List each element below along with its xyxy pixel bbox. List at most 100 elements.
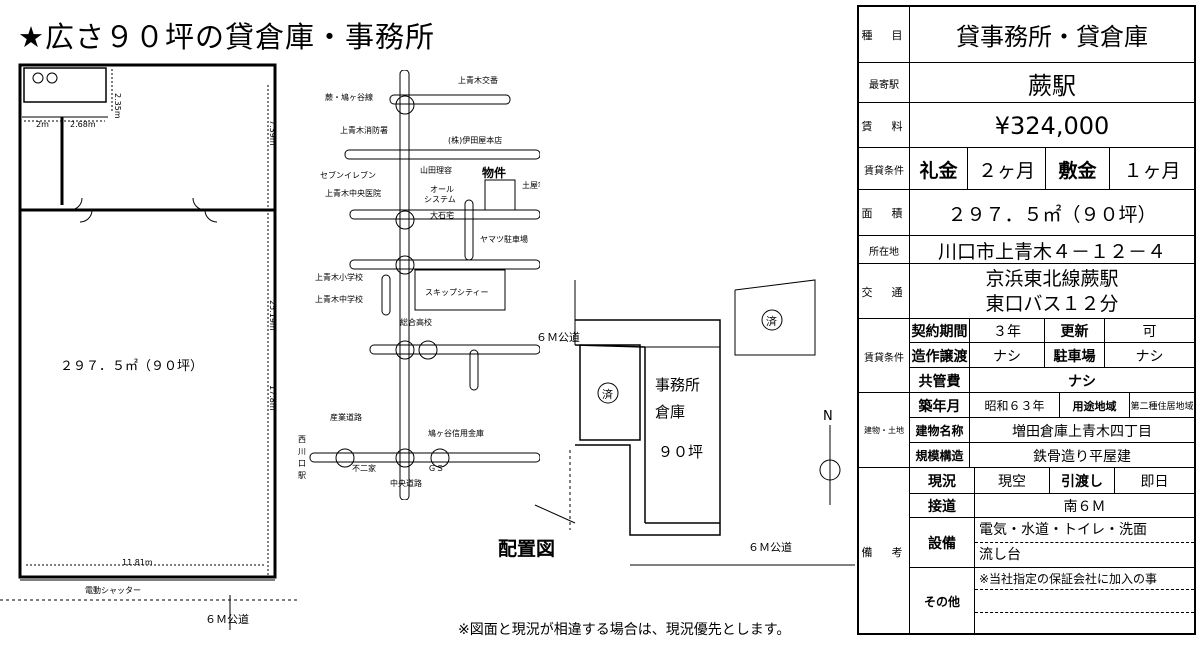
map-label: ＧＳ	[428, 464, 444, 473]
label-lease-terms: 賃貸条件	[864, 352, 904, 364]
label-status: 現況	[909, 468, 974, 494]
map-label: 駅	[298, 471, 306, 480]
row-shumoku: 種 目 貸事務所・貸倉庫	[859, 7, 1194, 62]
row-name: 建物名称 増田倉庫上青木四丁目	[909, 417, 1194, 443]
value-structure: 鉄骨造り平屋建	[969, 443, 1194, 468]
label-zone: 用途地域	[1059, 393, 1129, 418]
property-map-label: 物件	[482, 165, 506, 180]
label-parking: 駐車場	[1044, 343, 1104, 368]
map-label: 山田理容	[420, 165, 452, 175]
value-shumoku: 貸事務所・貸倉庫	[909, 7, 1194, 62]
label-other: その他	[909, 568, 974, 634]
label-shumoku: 種 目	[861, 28, 907, 42]
row-transfer: 造作譲渡 ナシ 駐車場 ナシ	[909, 342, 1194, 368]
label-transfer: 造作譲渡	[909, 343, 969, 368]
map-label: 大石宅	[430, 210, 454, 220]
row-access: 交 通 京浜東北線蕨駅 東口バス１２分	[859, 263, 1194, 319]
value-status: 現空	[974, 468, 1049, 494]
site-layout: ６Ｍ公道 ６Ｍ公道 事務所 倉庫 ９０坪 済 済 配置図 N	[498, 279, 855, 566]
shutter-label: 電動シャッター	[85, 586, 141, 595]
map-label: 総合高校	[400, 317, 432, 327]
value-common: ナシ	[969, 368, 1194, 393]
map-label: システム	[424, 195, 456, 204]
dim-label: 2.35m	[113, 93, 122, 119]
label-handover: 引渡し	[1049, 468, 1114, 494]
label-remarks: 備 考	[861, 546, 907, 559]
label-renew: 更新	[1044, 319, 1104, 343]
map-label: 川	[298, 447, 306, 456]
dim-label: 17.8m	[268, 385, 277, 411]
dim-label: 7.39m	[268, 120, 277, 146]
property-info-table: 種 目 貸事務所・貸倉庫 最寄駅 蕨駅 賃 料 ¥324,000 賃貸条件 礼金…	[857, 5, 1196, 635]
value-parking: ナシ	[1104, 343, 1194, 368]
value-handover: 即日	[1114, 468, 1194, 494]
other-line-1: ※当社指定の保証会社に加入の事	[975, 568, 1194, 590]
row-road: 接道 南６Ｍ	[909, 493, 1194, 518]
row-address: 所在地 川口市上青木４－１２－４	[859, 235, 1194, 264]
row-built: 築年月 昭和６３年 用途地域 第二種住居地域	[909, 392, 1194, 418]
dim-label: 11.81m	[122, 558, 153, 567]
map-label: セブンイレブン	[320, 170, 376, 180]
location-map: 上青木交番 蕨・鳩ヶ谷線 上青木消防署 (株)伊田屋本店 セブンイレブン 山田理…	[298, 70, 540, 500]
value-name: 増田倉庫上青木四丁目	[969, 418, 1194, 443]
value-road: 南６Ｍ	[974, 494, 1194, 518]
value-zone: 第二種住居地域	[1129, 393, 1194, 418]
floor-area-label: ２９７．５㎡（９０坪）	[60, 359, 203, 374]
label-area: 面 積	[861, 207, 907, 220]
label-station: 最寄駅	[869, 79, 899, 91]
map-label: 口	[298, 459, 306, 468]
north-label: N	[823, 409, 833, 424]
map-label: 上青木交番	[458, 75, 498, 85]
label-equipment: 設備	[909, 518, 974, 568]
label-structure: 規模構造	[909, 443, 969, 468]
label-building: 建物・土地	[864, 426, 904, 435]
map-label: スキップシティー	[425, 288, 489, 297]
map-label: 土屋宅	[522, 180, 540, 190]
equipment-line-2: 流し台	[979, 547, 1021, 563]
floor-plan: ２９７．５㎡（９０坪） 2m 2.68m 2.35m 7.39m 25.19m …	[0, 63, 300, 630]
map-label: 上青木中央医院	[325, 188, 381, 198]
page-title: ★広さ９０坪の貸倉庫・事務所	[18, 20, 435, 54]
map-label: 上青木小学校	[315, 272, 363, 282]
row-station: 最寄駅 蕨駅	[859, 62, 1194, 103]
map-label: (株)伊田屋本店	[448, 135, 502, 145]
label-term: 契約期間	[909, 319, 969, 343]
label-name: 建物名称	[909, 418, 969, 443]
map-label: 産業道路	[330, 412, 362, 422]
row-status: 現況 現空 引渡し 即日	[909, 467, 1194, 494]
value-transfer: ナシ	[969, 343, 1044, 368]
map-label: 中央道路	[390, 478, 422, 488]
label-rent: 賃 料	[861, 119, 907, 133]
map-label: 西	[298, 435, 306, 444]
label-address: 所在地	[869, 246, 899, 258]
row-other: その他 ※当社指定の保証会社に加入の事	[909, 567, 1194, 634]
site-road-bottom: ６Ｍ公道	[748, 540, 792, 554]
row-equipment: 設備 電気・水道・トイレ・洗面 流し台	[909, 517, 1194, 568]
dim-label: 2m	[36, 120, 49, 129]
road-label: ６Ｍ公道	[205, 612, 249, 626]
value-equipment: 電気・水道・トイレ・洗面 流し台	[974, 518, 1194, 568]
access-line-2: 東口バス１２分	[985, 292, 1119, 315]
label-built: 築年月	[909, 393, 969, 418]
map-label: 上青木中学校	[315, 294, 363, 304]
dim-label: 25.19m	[268, 300, 277, 331]
map-label: 蕨・鳩ヶ谷線	[325, 92, 373, 102]
done-mark: 済	[602, 387, 613, 401]
dim-label: 2.68m	[70, 120, 96, 129]
map-label: 上青木消防署	[340, 125, 388, 135]
map-label: 鳩ヶ谷信用金庫	[428, 428, 484, 438]
row-conditions: 賃貸条件 礼金 ２ヶ月 敷金 １ヶ月	[859, 147, 1194, 190]
value-term: ３年	[969, 319, 1044, 343]
row-term: 契約期間 ３年 更新 可	[909, 318, 1194, 343]
value-built: 昭和６３年	[969, 393, 1059, 418]
row-area: 面 積 ２９７．５㎡（９０坪）	[859, 189, 1194, 236]
label-common: 共管費	[909, 368, 969, 393]
label-shikikin: 敷金	[1045, 148, 1109, 190]
building-label: 倉庫	[655, 403, 685, 421]
disclaimer-note: ※図面と現況が相違する場合は、現況優先とします。	[458, 622, 791, 638]
value-area: ２９７．５㎡（９０坪）	[909, 190, 1194, 236]
value-address: 川口市上青木４－１２－４	[909, 236, 1194, 264]
building-label: ９０坪	[658, 443, 703, 461]
label-reikin: 礼金	[909, 148, 967, 190]
map-label: 不二家	[352, 463, 376, 473]
